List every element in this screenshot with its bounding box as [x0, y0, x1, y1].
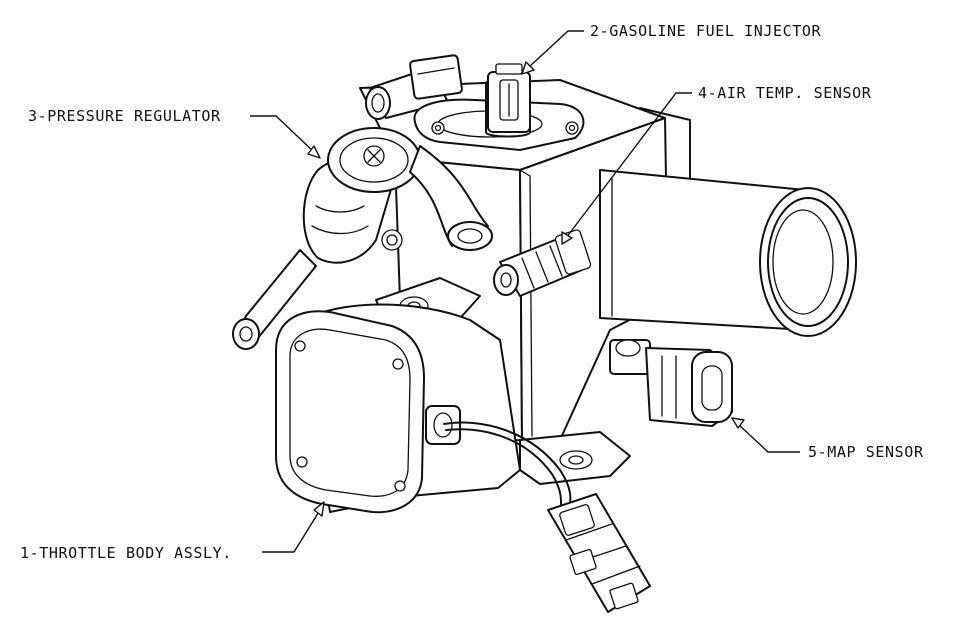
throttle-body-part — [275, 277, 631, 514]
callout-labels: 1-THROTTLE BODY ASSLY. 2-GASOLINE FUEL I… — [20, 22, 924, 562]
pressure-regulator-part — [232, 127, 493, 350]
air-intake-tube — [599, 169, 857, 337]
leader-map-sensor — [737, 423, 800, 453]
leader-pressure-regulator — [250, 115, 315, 153]
leader-throttle-body — [262, 509, 321, 553]
label-map-sensor: 5-MAP SENSOR — [808, 443, 924, 461]
label-fuel-injector: 2-GASOLINE FUEL INJECTOR — [590, 22, 822, 40]
label-throttle-body: 1-THROTTLE BODY ASSLY. — [20, 544, 232, 562]
callout-leaders — [250, 30, 800, 553]
throttle-cable-connector — [443, 421, 651, 613]
fuel-injector-part — [485, 63, 531, 138]
air-temp-sensor-part — [493, 229, 592, 297]
leader-air-temp-sensor — [565, 92, 692, 239]
label-air-temp-sensor: 4-AIR TEMP. SENSOR — [698, 84, 872, 102]
map-sensor-part — [609, 339, 733, 427]
label-pressure-regulator: 3-PRESSURE REGULATOR — [28, 107, 221, 125]
leader-fuel-injector — [527, 30, 584, 69]
